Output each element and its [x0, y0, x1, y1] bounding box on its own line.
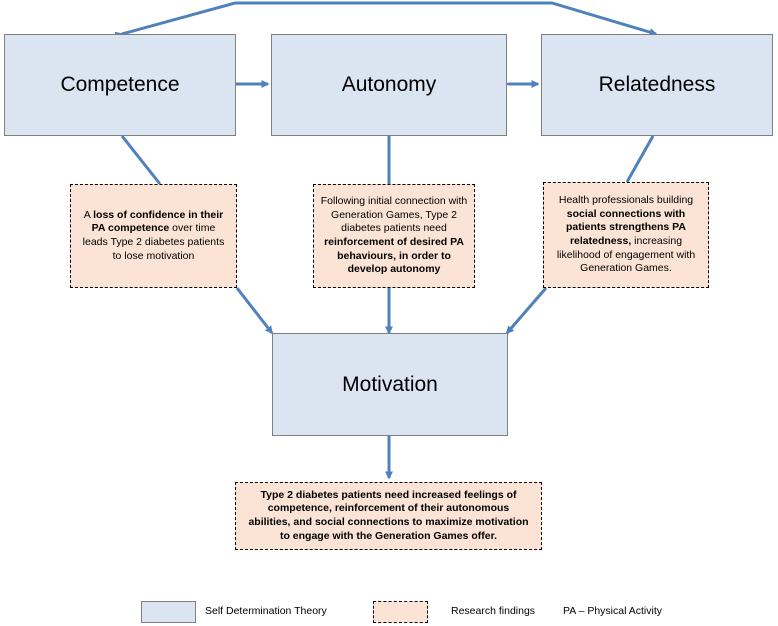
top-connector-arrow: [114, 1, 658, 40]
legend-sdt-label: Self Determination Theory: [205, 605, 327, 617]
relatedness-to-finding-line: [625, 135, 655, 183]
competence-to-finding-line: [120, 135, 162, 185]
autonomy-finding-bold: reinforcement of desired PA behaviours, …: [324, 236, 464, 276]
legend-research-swatch: [373, 601, 428, 623]
autonomy-box: Autonomy: [271, 34, 507, 136]
competence-finding-text-2: over time leads Type 2 diabetes patients…: [82, 222, 225, 262]
competence-box: Competence: [4, 34, 236, 136]
autonomy-finding-text-1: Following initial connection with Genera…: [320, 195, 468, 235]
relatedness-finding-bold: social connections with patients strengt…: [566, 207, 686, 247]
competence-finding-text-1: A: [83, 208, 94, 221]
relatedness-box: Relatedness: [541, 34, 773, 136]
relatedness-finding-text-2: increasing likelihood of engagement with…: [556, 235, 696, 275]
motivation-finding: Type 2 diabetes patients need increased …: [235, 482, 542, 550]
relatedness-finding-text-1: Health professionals building: [558, 194, 694, 207]
motivation-box: Motivation: [272, 333, 508, 436]
autonomy-finding: Following initial connection with Genera…: [313, 184, 475, 288]
competence-finding-bold: loss of confidence in their PA competenc…: [91, 208, 224, 235]
relatedness-finding: Health professionals building social con…: [543, 182, 709, 288]
motivation-label: Motivation: [342, 372, 438, 396]
relatedness-finding-to-motivation-arrow: [505, 287, 548, 335]
competence-finding-to-motivation-arrow: [235, 287, 274, 335]
legend-sdt-swatch: [141, 601, 196, 623]
relatedness-label: Relatedness: [598, 73, 716, 96]
autonomy-label: Autonomy: [341, 73, 437, 96]
legend-pa-label: PA – Physical Activity: [563, 605, 663, 617]
motivation-finding-bold: Type 2 diabetes patients need increased …: [248, 488, 529, 542]
competence-finding: A loss of confidence in their PA compete…: [70, 184, 237, 288]
legend-research-label: Research findings: [451, 605, 536, 617]
competence-label: Competence: [60, 73, 180, 96]
